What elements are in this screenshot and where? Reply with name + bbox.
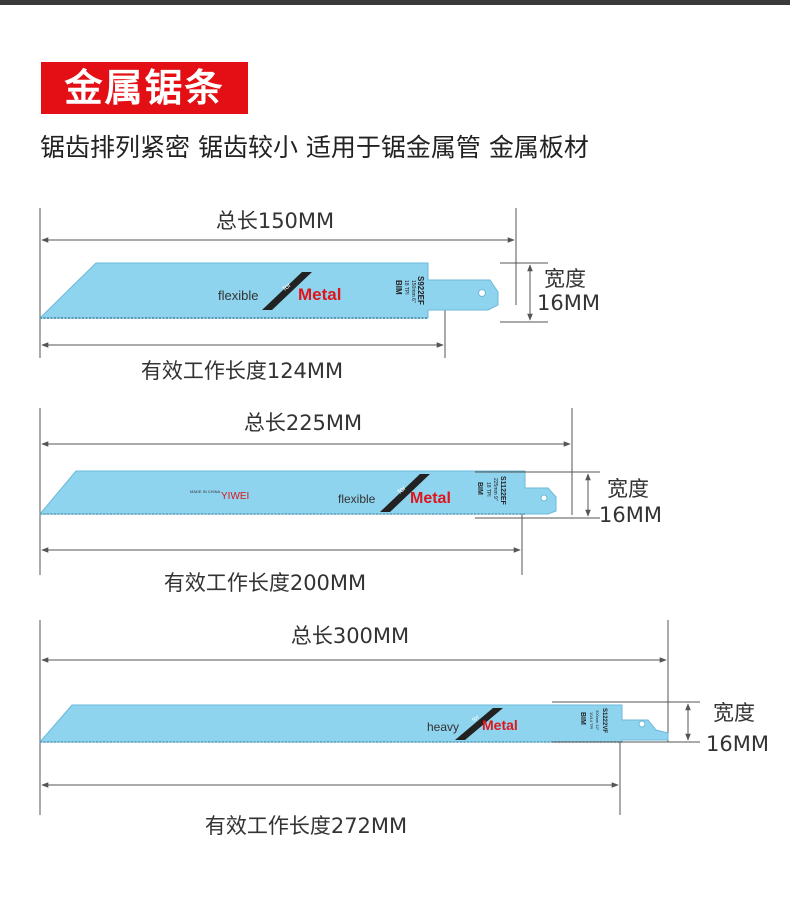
page-subtitle: 锯齿排列紧密 锯齿较小 适用于锯金属管 金属板材 [40,133,589,162]
blade-2-body [38,470,557,515]
blade-3-body [38,704,669,743]
blade-2-brand-for: for [397,484,408,495]
blade-1-group: flexible for Metal BIM 18 TPI 150mm 6" S… [38,208,548,358]
blade-3-group: heavy for Metal BIM 10/14 TPI 300mm 12" … [38,620,700,815]
blade-2-brand-slash [380,474,430,512]
blade-1-body [38,262,499,319]
blade-2-made-in: MADE IN CHINA [190,489,221,494]
blade-1-width-value: 16MM [537,291,600,315]
blade-1-mount-hole [478,289,486,297]
blade-2-spec-line: 225mm 9" [492,478,498,501]
blade-1-brand-slash [262,272,312,310]
page-title: 金属锯条 [41,62,248,114]
blade-3-width-value: 16MM [706,732,769,756]
blade-3-working-length-label: 有效工作长度272MM [204,814,408,838]
blade-3-brand-left: heavy [427,720,459,734]
blade-2-maker: YIWEI [221,491,249,502]
blade-3-brand-right: Metal [482,717,518,733]
blade-1-tpi: 18 TPI [403,280,409,295]
blade-2-width-value: 16MM [599,503,662,527]
blade-3-total-length-label: 总长300MM [290,624,410,648]
blade-1-spec-line: 150mm 6" [410,280,416,303]
blade-3-tpi: 10/14 TPI [589,712,594,729]
blade-1-total-length-label: 总长150MM [215,209,335,233]
blade-3-mount-hole [638,720,646,728]
blade-1-material: BIM [394,280,403,295]
blade-3-width-label: 宽度 [713,701,755,725]
blade-3-brand-slash [455,708,503,740]
blade-2-brand-left: flexible [338,492,376,506]
blade-3-model: S1222VF [601,708,607,733]
blade-2-width-label: 宽度 [607,477,649,501]
blade-2-working-length-label: 有效工作长度200MM [163,571,367,595]
blade-1-working-length-label: 有效工作长度124MM [140,359,344,383]
blade-1-brand-left: flexible [218,288,258,303]
blade-2-total-length-label: 总长225MM [243,411,363,435]
blade-1-brand-for: for [282,281,293,292]
blade-2-mount-hole [540,494,548,502]
blade-2-brand-right: Metal [410,490,451,507]
top-bar [0,0,790,5]
blade-1-width-label: 宽度 [544,267,586,291]
blade-2-tpi: 18 TPI [485,482,491,497]
blade-3-brand-for: for [471,714,480,723]
blade-2-group: MADE IN CHINA YIWEI flexible for Metal B… [38,408,600,575]
blade-1-brand-right: Metal [298,285,341,304]
blade-2-model: S1122EF [499,476,506,506]
blade-3-material: BIM [579,712,586,725]
blade-3-spec-line: 300mm 12" [595,710,600,731]
blade-1-model: S922EF [416,276,425,305]
blade-2-material: BIM [476,482,483,495]
